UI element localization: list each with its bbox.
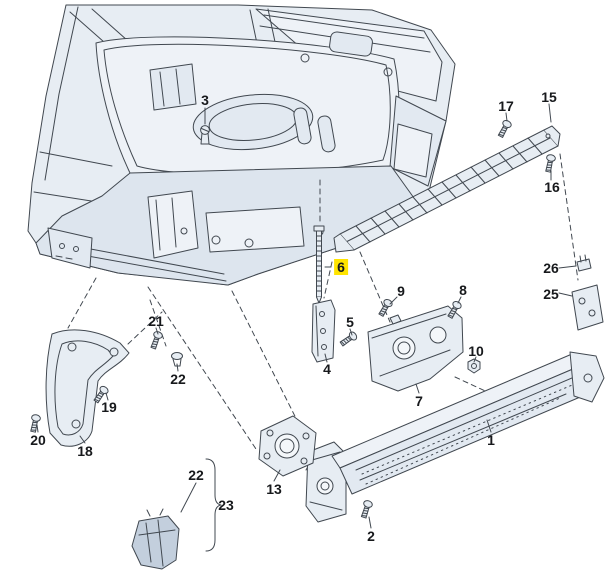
callout-part-4[interactable]: 4 (323, 361, 331, 377)
screw-17 (496, 118, 513, 139)
screw-5 (338, 330, 359, 349)
callout-part-17[interactable]: 17 (498, 98, 514, 114)
group-brace-23 (205, 458, 222, 552)
callout-part-22-lower[interactable]: 22 (188, 467, 204, 483)
part-1-reinforcement-beam (305, 351, 605, 523)
screw-16 (543, 153, 557, 174)
callout-part-13[interactable]: 13 (266, 481, 282, 497)
callout-part-9[interactable]: 9 (397, 283, 405, 299)
part-23-bag (131, 508, 180, 570)
callout-part-22-upper[interactable]: 22 (170, 371, 186, 387)
part-3-screw (200, 125, 210, 145)
part-25-plate (571, 284, 604, 331)
part-7-bracket (367, 305, 464, 392)
callout-part-5[interactable]: 5 (346, 314, 354, 330)
callout-part-15[interactable]: 15 (541, 89, 557, 105)
callout-part-7[interactable]: 7 (415, 393, 423, 409)
callout-part-3[interactable]: 3 (201, 92, 209, 108)
part-13-plate (258, 415, 317, 477)
callout-part-16[interactable]: 16 (544, 179, 560, 195)
callout-part-19[interactable]: 19 (101, 399, 117, 415)
screw-9 (376, 297, 394, 318)
callout-part-1[interactable]: 1 (487, 432, 495, 448)
callout-part-23[interactable]: 23 (218, 497, 234, 513)
callout-part-8[interactable]: 8 (459, 282, 467, 298)
screw-2 (358, 499, 374, 520)
callout-part-20[interactable]: 20 (30, 432, 46, 448)
screw-20 (28, 413, 42, 434)
screw-21 (148, 329, 164, 351)
part-15-carrier-bar (333, 125, 561, 253)
part-26-clip (576, 254, 592, 272)
callout-leader-lines (36, 103, 577, 529)
callout-part-2[interactable]: 2 (367, 528, 375, 544)
callout-part-26[interactable]: 26 (543, 260, 559, 276)
car-body (27, 4, 456, 286)
part-4-bracket (311, 299, 336, 363)
callout-part-25[interactable]: 25 (543, 286, 559, 302)
callout-part-10[interactable]: 10 (468, 343, 484, 359)
callout-part-21[interactable]: 21 (148, 313, 164, 329)
callout-part-18[interactable]: 18 (77, 443, 93, 459)
part-6-fastener (313, 225, 325, 304)
part-10-nut (467, 358, 481, 374)
assembly-guide-lines (67, 153, 579, 471)
callout-part-6[interactable]: 6 (334, 259, 348, 275)
part-18-side-bracket (45, 329, 130, 447)
